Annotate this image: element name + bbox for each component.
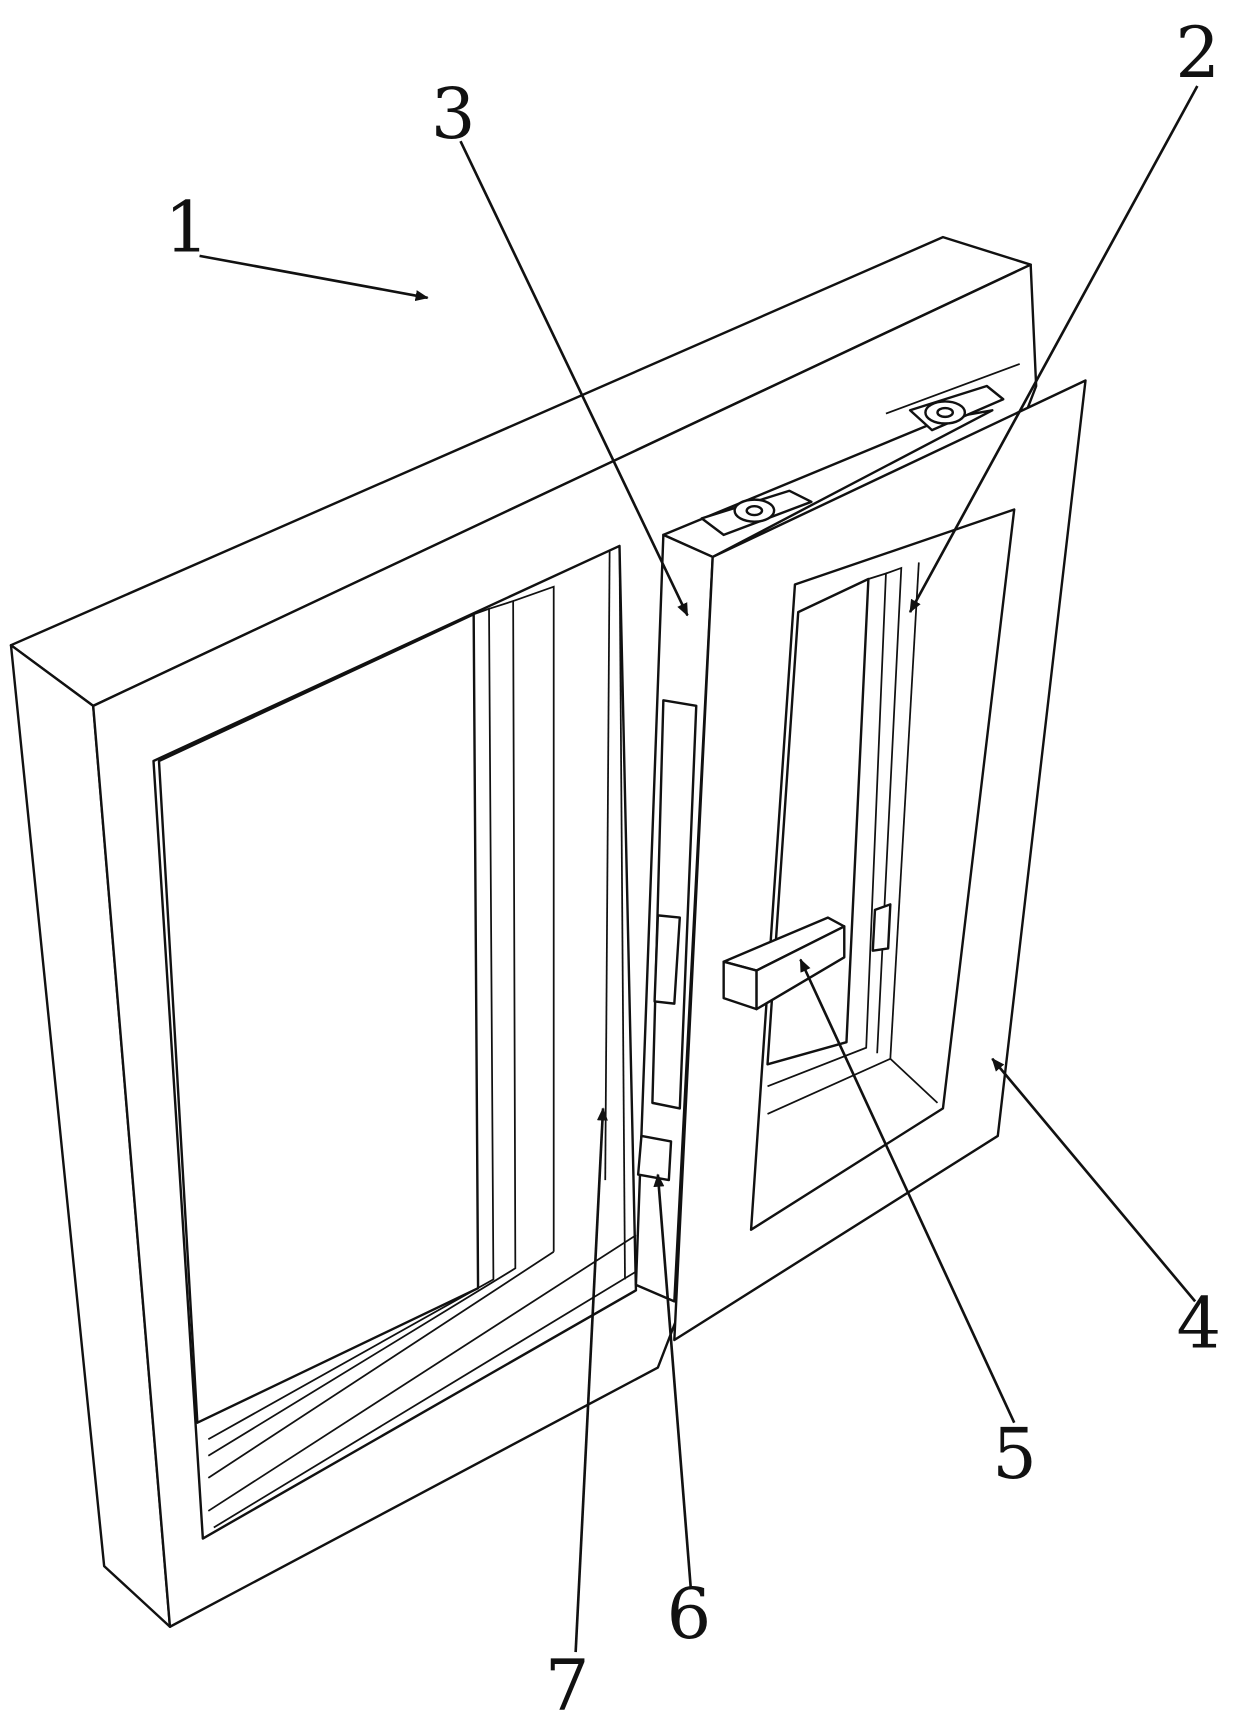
label-7: 7 (545, 1644, 590, 1726)
label-3: 3 (431, 73, 476, 155)
label-2: 2 (1175, 12, 1220, 94)
label-4: 4 (1177, 1283, 1222, 1365)
leader-4 (992, 1059, 1195, 1302)
label-1: 1 (164, 186, 209, 268)
leader-1 (200, 256, 428, 298)
label-5: 5 (992, 1413, 1037, 1495)
label-6: 6 (667, 1573, 712, 1655)
